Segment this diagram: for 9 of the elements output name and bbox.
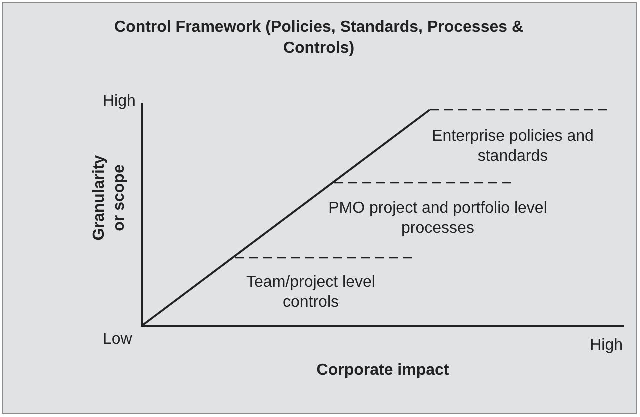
region-label: Enterprise policies and standards bbox=[431, 127, 595, 167]
region-label: PMO project and portfolio level processes bbox=[328, 199, 548, 239]
axis-title: Corporate impact bbox=[316, 361, 450, 381]
region-label: Team/project level controls bbox=[246, 273, 376, 313]
diagram-title: Control Framework (Policies, Standards, Processes & Controls) bbox=[113, 18, 525, 59]
axis-label: High bbox=[103, 92, 137, 112]
axis-label: Low bbox=[103, 330, 134, 350]
axis-label: High bbox=[589, 336, 623, 356]
axis-title: Granularity or scope bbox=[90, 154, 129, 243]
